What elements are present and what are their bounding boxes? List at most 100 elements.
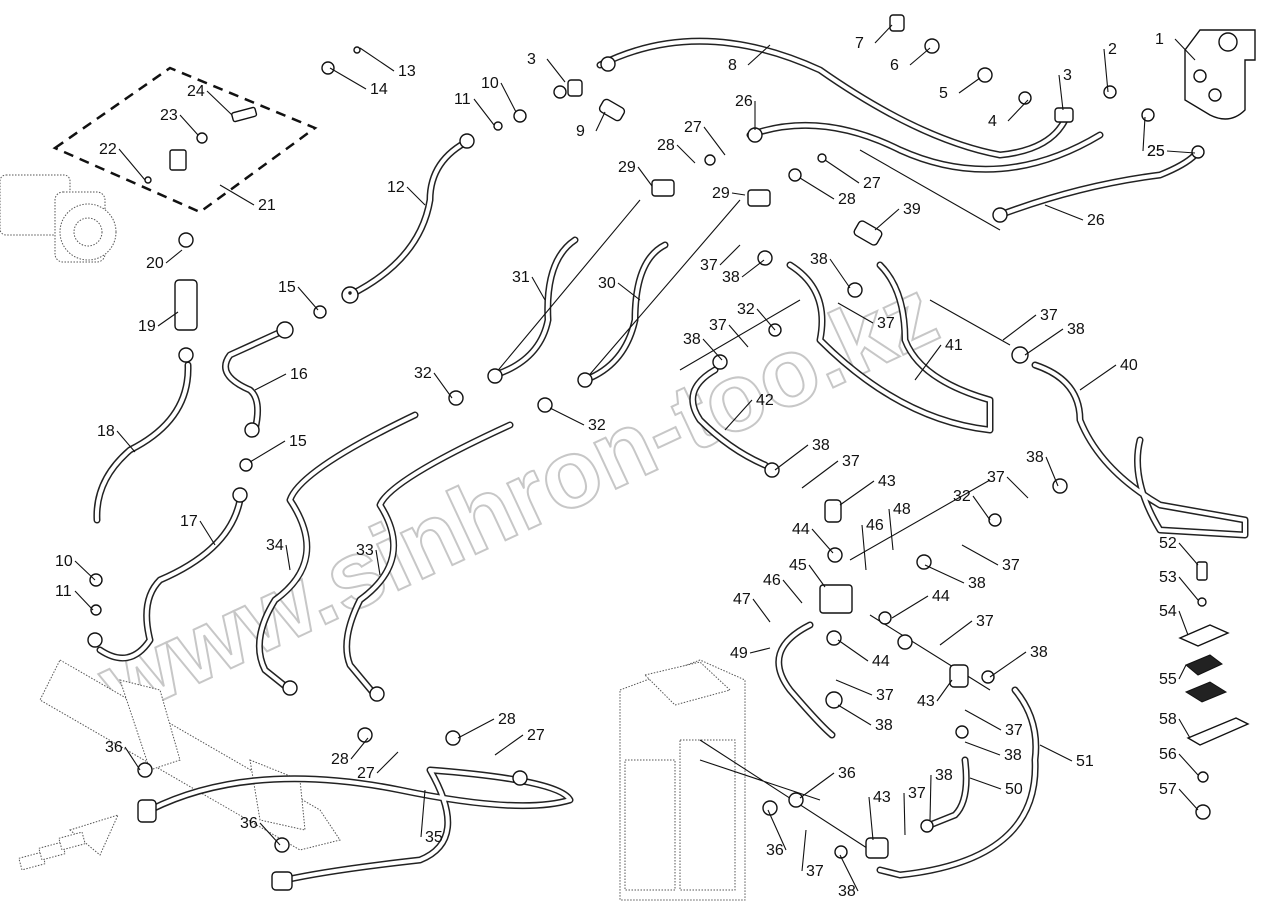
- fitting-hex: [817, 153, 827, 163]
- fitting-hex: [137, 762, 153, 778]
- fitting-hex: [537, 397, 553, 413]
- leader-line-20: [165, 249, 183, 264]
- leader-line-27d: [376, 751, 399, 774]
- callout-3a: 3: [527, 51, 536, 68]
- leader-line-39: [874, 208, 900, 231]
- fitting-hex: [448, 390, 464, 406]
- callout-29a: 29: [618, 159, 636, 176]
- fitting-hex: [916, 554, 932, 570]
- fitting-tee: [1054, 107, 1074, 123]
- leader-line-28d: [350, 737, 369, 760]
- leader-line-38e: [774, 444, 809, 471]
- fitting-hex: [825, 691, 843, 709]
- fitting-hex: [981, 670, 995, 684]
- callout-37h: 37: [976, 613, 994, 630]
- leader-line-1: [1174, 38, 1196, 61]
- leader-line-27b: [824, 159, 860, 184]
- leader-line-3b: [1058, 74, 1064, 111]
- callout-36d: 36: [766, 842, 784, 859]
- assembly-box-21: [52, 66, 318, 214]
- leader-line-37b: [728, 324, 749, 348]
- leader-line-28c: [457, 718, 495, 739]
- callout-43b: 43: [917, 693, 935, 710]
- fitting-hex: [341, 286, 359, 304]
- background-components: [0, 29, 1256, 901]
- callout-15a: 15: [278, 279, 296, 296]
- fitting-hex: [1052, 478, 1068, 494]
- leader-line-56: [1178, 753, 1199, 776]
- leader-line-40: [1079, 364, 1117, 391]
- leader-line-25b: [1166, 150, 1196, 154]
- leader-line-38f: [1045, 456, 1059, 487]
- callout-18: 18: [97, 423, 115, 440]
- callout-39: 39: [903, 201, 921, 218]
- fitting-hex: [282, 680, 298, 696]
- callout-13: 13: [398, 63, 416, 80]
- fitting-hex: [512, 770, 528, 786]
- callout-57: 57: [1159, 781, 1177, 798]
- leader-line-45: [808, 564, 826, 588]
- fitting-hex: [178, 347, 194, 363]
- leader-line-43a: [839, 480, 875, 506]
- nut-57: [1195, 804, 1211, 820]
- leader-line-22: [118, 148, 146, 181]
- leader-line-34: [285, 544, 291, 571]
- callout-28d: 28: [331, 751, 349, 768]
- leader-line-37k: [903, 792, 906, 836]
- leader-line-54: [1178, 610, 1189, 636]
- fitting-hex: [762, 800, 778, 816]
- leader-line-13: [359, 47, 395, 72]
- fitting-hex: [513, 109, 527, 123]
- leader-line-31: [531, 276, 546, 301]
- pipe-layer: [93, 37, 1249, 884]
- callout-49: 49: [730, 645, 748, 662]
- leader-line-44b: [891, 595, 929, 619]
- callout-44c: 44: [872, 653, 890, 670]
- fitting-hex: [1018, 91, 1032, 105]
- callout-11b: 11: [55, 583, 72, 600]
- washer-56: [1197, 771, 1209, 783]
- callout-17: 17: [180, 513, 198, 530]
- leader-line-4: [1007, 99, 1029, 122]
- fitting-hex: [1141, 108, 1155, 122]
- callout-25a: 25: [1147, 143, 1165, 160]
- callout-37k: 37: [908, 785, 926, 802]
- callout-9: 9: [576, 123, 585, 140]
- callout-44a: 44: [792, 521, 810, 538]
- clamp-halves-55: [1184, 654, 1228, 703]
- callout-27c: 27: [527, 727, 545, 744]
- callout-10b: 10: [55, 553, 73, 570]
- callout-26b: 26: [1087, 212, 1105, 229]
- leader-line-32c: [756, 308, 776, 331]
- leader-line-43c: [868, 796, 874, 841]
- callout-55: 55: [1159, 671, 1177, 688]
- callout-27a: 27: [684, 119, 702, 136]
- leader-line-32a: [433, 372, 453, 399]
- callout-20: 20: [146, 255, 164, 272]
- callout-14: 14: [370, 81, 388, 98]
- leader-line-26b: [1044, 204, 1084, 221]
- leader-line-36b: [259, 822, 281, 846]
- bolt-52: [1196, 561, 1208, 581]
- fitting-elbow: [949, 664, 969, 688]
- callout-10a: 10: [481, 75, 499, 92]
- callout-30: 30: [598, 275, 616, 292]
- callout-52: 52: [1159, 535, 1177, 552]
- callout-6: 6: [890, 57, 899, 74]
- leader-line-7: [874, 24, 893, 44]
- leader-line-11b: [74, 590, 94, 611]
- leader-line-19: [157, 311, 179, 327]
- steering-unit: [1184, 29, 1256, 120]
- leader-line-37a: [719, 244, 741, 266]
- pipe-30: [581, 241, 669, 384]
- callout-25b: 25: [1147, 143, 1165, 160]
- leader-line-58: [1178, 718, 1191, 739]
- leader-line-38j: [964, 741, 1001, 756]
- fitting-hex: [493, 121, 503, 131]
- leader-line-25a: [1142, 116, 1146, 152]
- leader-line-49: [749, 647, 771, 654]
- callout-32d: 32: [953, 488, 971, 505]
- leader-lines: [74, 24, 1199, 892]
- callout-38j: 38: [1004, 747, 1022, 764]
- callout-12: 12: [387, 179, 405, 196]
